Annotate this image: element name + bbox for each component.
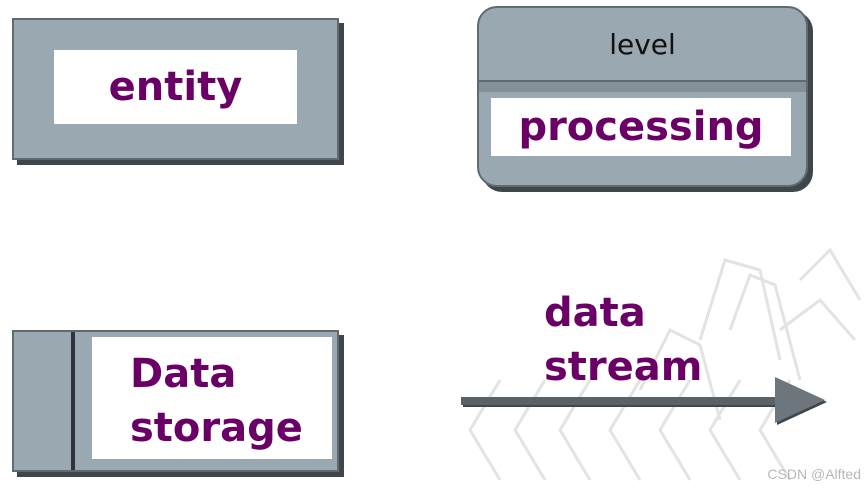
entity-label: entity [108, 64, 243, 110]
processing-label: processing [518, 104, 764, 150]
data-stream-label: data stream [544, 286, 702, 394]
entity-shape: entity [12, 18, 339, 160]
processing-shape: level processing [477, 6, 808, 187]
data-storage-shape: Data storage [12, 330, 339, 472]
entity-label-panel: entity [54, 50, 297, 124]
data-stream-label-line1: data [544, 290, 646, 336]
data-storage-label-line1: Data [130, 351, 237, 397]
data-storage-label-line2: storage [130, 405, 303, 451]
data-stream-label-line2: stream [544, 344, 703, 390]
data-stream-arrow [461, 377, 827, 425]
processing-divider [479, 80, 806, 92]
watermark-text: CSDN @Alfted [767, 466, 861, 482]
data-storage-divider [71, 332, 75, 470]
data-storage-label-panel: Data storage [92, 337, 332, 459]
processing-label-panel: processing [491, 98, 791, 156]
processing-level-label: level [609, 27, 676, 61]
data-storage-label: Data storage [130, 347, 303, 455]
